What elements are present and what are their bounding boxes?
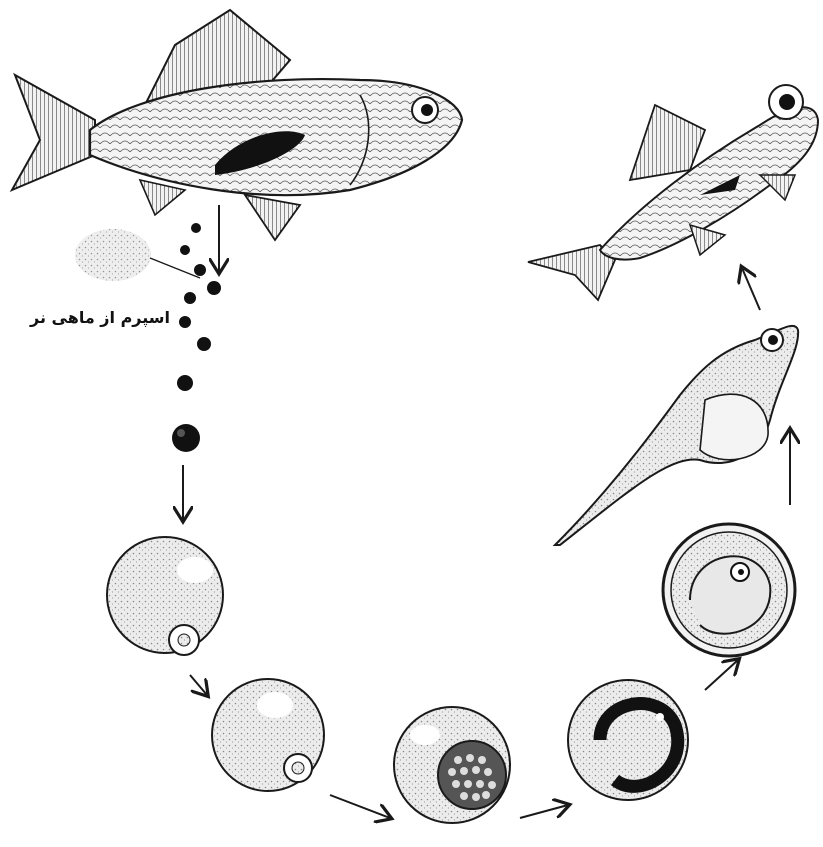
egg-stage-1 [107,537,223,655]
egg-stage-2 [212,679,324,791]
larva-icon [555,326,798,545]
arrow-stage4-to-stage5 [705,660,738,690]
egg-stage-4 [568,680,688,800]
arrow-stage2-to-stage3 [330,795,390,818]
sperm-label: اسپرم از ماهی نر [0,308,170,327]
egg-stage-3 [394,707,510,823]
sperm-cloud-icon [75,229,200,281]
falling-eggs [172,223,221,452]
arrow-stage3-to-stage4 [520,805,568,818]
arrow-larva-to-young [742,268,760,310]
adult-fish-icon [12,10,462,240]
egg-stage-5 [663,524,795,656]
arrow-stage1-to-stage2 [190,675,207,695]
young-fish-icon [528,85,818,300]
